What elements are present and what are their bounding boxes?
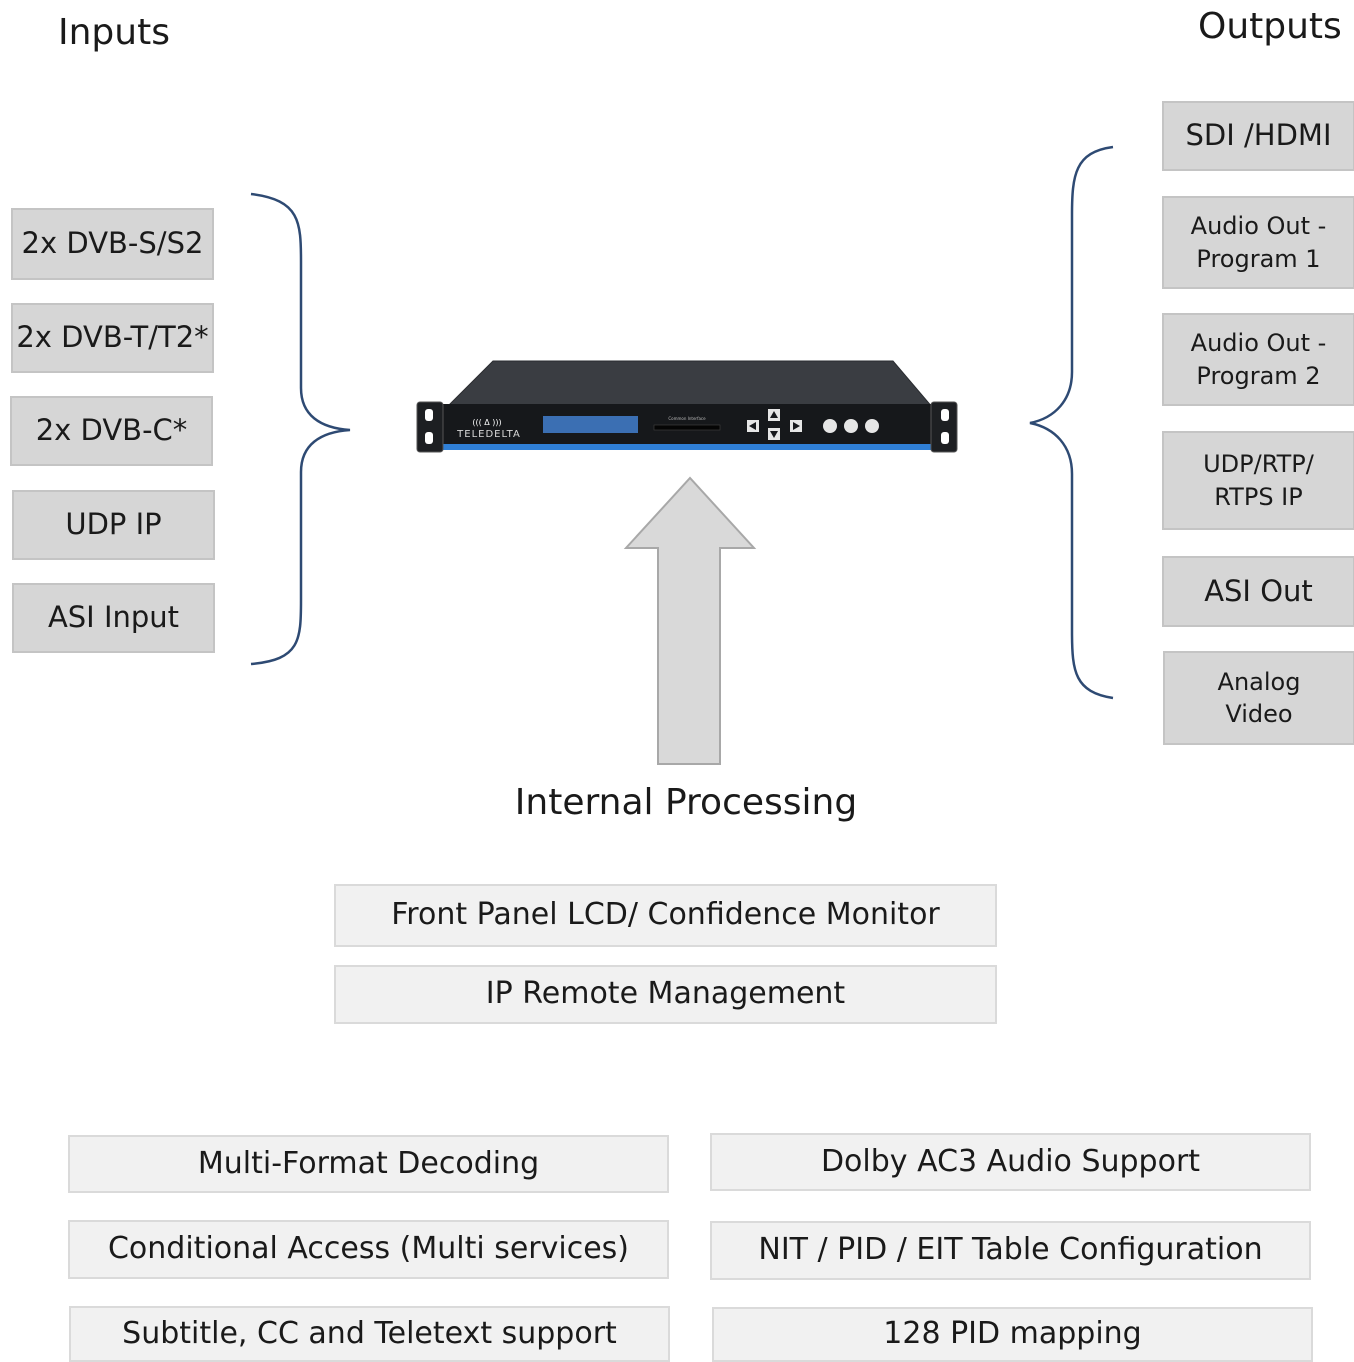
output-box-asi-out: ASI Out: [1162, 556, 1354, 627]
inputs-brace: [250, 192, 351, 666]
device-brand: TELEDELTA: [456, 429, 521, 440]
front-lcd: [543, 416, 638, 433]
feature-box-subtitle: Subtitle, CC and Teletext support: [69, 1306, 670, 1362]
input-box-asi-input: ASI Input: [12, 583, 215, 653]
processing-arrow: [623, 476, 757, 765]
outputs-brace: [1029, 145, 1114, 700]
inputs-heading: Inputs: [58, 12, 170, 53]
input-box-udp-ip: UDP IP: [12, 490, 215, 560]
feature-box-dolby: Dolby AC3 Audio Support: [710, 1133, 1311, 1191]
feature-box-pid-mapping: 128 PID mapping: [712, 1307, 1313, 1362]
output-box-udp-rtp: UDP/RTP/ RTPS IP: [1162, 431, 1354, 530]
output-box-audio-2: Audio Out - Program 2: [1162, 313, 1354, 406]
svg-text:((( Δ ))): ((( Δ ))): [472, 418, 501, 427]
management-box-remote: IP Remote Management: [334, 965, 997, 1024]
output-box-sdi-hdmi: SDI /HDMI: [1162, 101, 1354, 171]
device-slot-label: Common Interface: [668, 416, 706, 421]
input-box-dvb-s: 2x DVB-S/S2: [11, 208, 214, 280]
output-box-audio-1: Audio Out - Program 1: [1162, 196, 1354, 289]
outputs-heading: Outputs: [1198, 6, 1342, 47]
feature-box-multi-format: Multi-Format Decoding: [68, 1135, 669, 1193]
processing-label: Internal Processing: [514, 782, 858, 823]
feature-box-conditional-access: Conditional Access (Multi services): [68, 1220, 669, 1279]
feature-box-table-config: NIT / PID / EIT Table Configuration: [710, 1221, 1311, 1280]
input-box-dvb-c: 2x DVB-C*: [10, 396, 213, 466]
output-box-analog-video: Analog Video: [1163, 651, 1354, 745]
management-box-front-panel: Front Panel LCD/ Confidence Monitor: [334, 884, 997, 947]
rack-device: ((( Δ ))) TELEDELTA Common Interface: [416, 360, 958, 453]
input-box-dvb-t: 2x DVB-T/T2*: [11, 303, 214, 373]
